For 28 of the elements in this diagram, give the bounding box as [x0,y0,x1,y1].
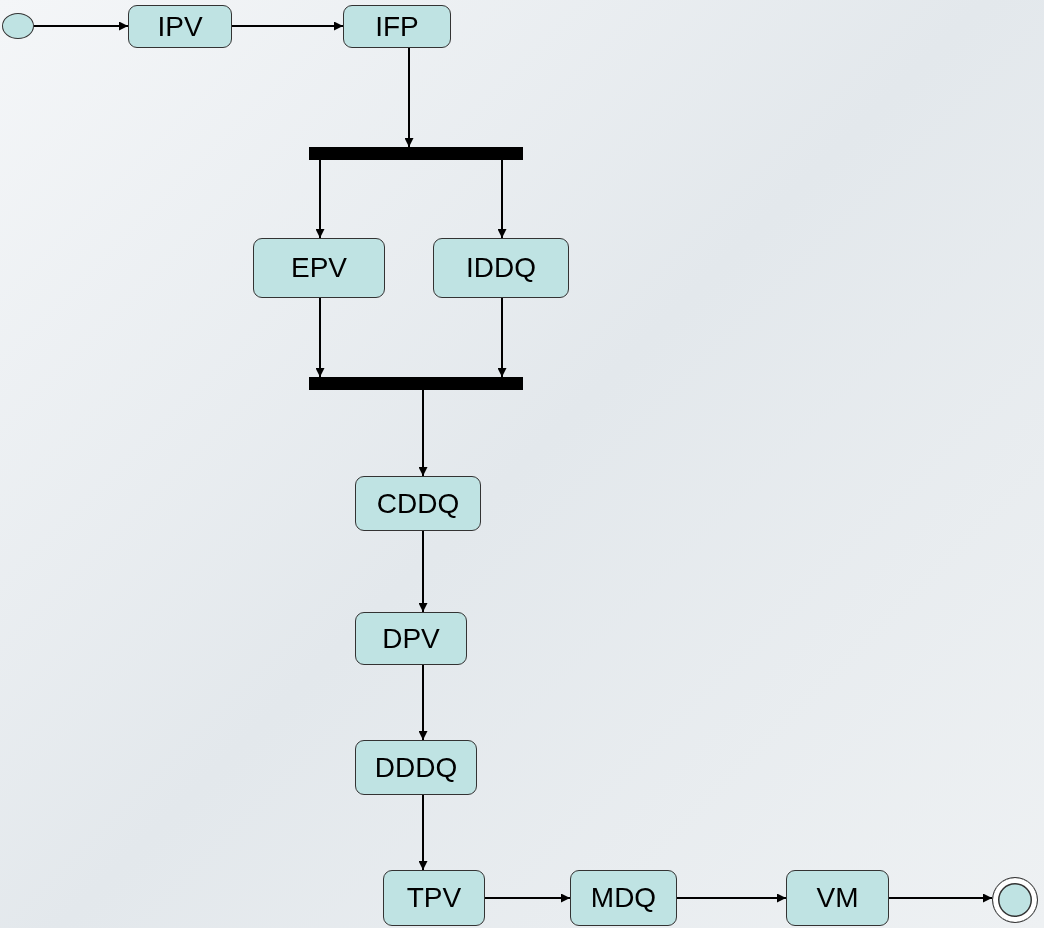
activity-box: VM [786,870,889,926]
activity-box: IFP [343,5,451,48]
activity-box: DDDQ [355,740,477,795]
activity-box: MDQ [570,870,677,926]
arrow [418,389,428,477]
activity-box: TPV [383,870,485,926]
arrow [497,297,507,378]
arrow [888,893,993,903]
sync-bar [309,147,523,160]
arrow [497,159,507,239]
activity-box: IDDQ [433,238,569,298]
arrow [418,794,428,871]
arrow [404,47,414,148]
activity-box: EPV [253,238,385,298]
arrow [231,21,344,31]
arrow [33,21,129,31]
activity-box: DPV [355,612,467,665]
sync-bar [309,377,523,390]
activity-box: IPV [128,5,232,48]
arrow [315,297,325,378]
end-node [992,877,1038,923]
arrow [315,159,325,239]
arrow [418,664,428,741]
arrow [484,893,571,903]
arrow [676,893,787,903]
arrow [418,530,428,613]
activity-box: CDDQ [355,476,481,531]
start-node [2,13,34,39]
